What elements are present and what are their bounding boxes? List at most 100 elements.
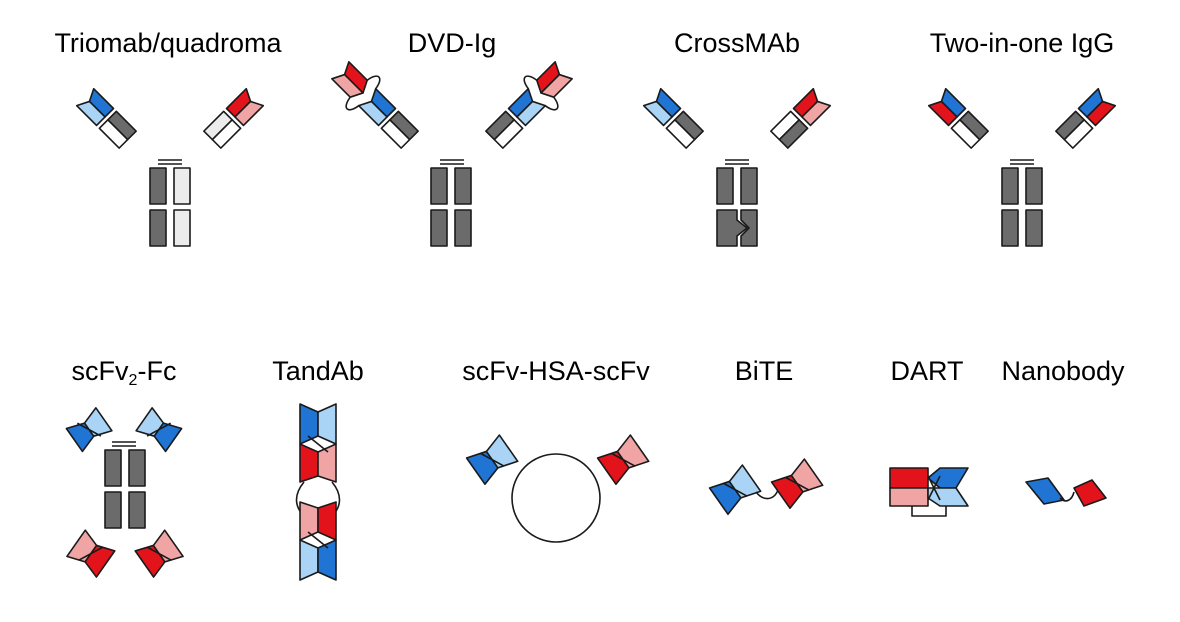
- triomab-ch2-right: [173, 167, 191, 205]
- label-scfv2-fc-sub: 2: [128, 372, 138, 389]
- crossmab-knob: [716, 209, 748, 247]
- tandab-vh-3-right: [317, 501, 337, 541]
- two-in-one-arm-right: [1055, 87, 1117, 149]
- triomab-cl: [98, 119, 129, 149]
- two-in-one-cl-r: [1063, 119, 1094, 149]
- dart-diagram: [889, 467, 969, 517]
- dvd-ch2-right: [454, 167, 472, 205]
- crossmab-hole: [740, 209, 758, 247]
- scfv2-fc-diagram: [65, 407, 184, 578]
- label-dart: DART: [890, 356, 964, 386]
- scfv2-fc-scfv-bottom-right: [134, 529, 184, 578]
- dvd-arm-left: [331, 61, 419, 149]
- dvd-linker-r: [523, 75, 538, 90]
- label-scfv2-fc: scFv2-Fc: [72, 358, 177, 389]
- hsa-circle: [511, 453, 601, 543]
- dvd-vl-inner: [357, 100, 388, 127]
- label-crossmab: CrossMAb: [673, 28, 801, 58]
- crossmab-ch2-right: [740, 167, 758, 205]
- label-scfv2-fc-main: scFv: [71, 356, 129, 386]
- hsa-scfv-left: [465, 434, 519, 486]
- tandab-vh-top-left: [299, 403, 319, 445]
- scfv2-fc-scfv-top-right: [135, 407, 183, 453]
- nanobody-red: [1073, 479, 1107, 507]
- dart-vh-top-left: [889, 467, 929, 489]
- label-dvd-ig: DVD-Ig: [407, 28, 497, 58]
- two-in-one-ch2-right: [1025, 167, 1043, 205]
- label-two-in-one-igg: Two-in-one IgG: [929, 28, 1115, 58]
- crossmab-ch2-left: [716, 167, 734, 205]
- bite-diagram: [708, 458, 824, 516]
- tandab-vh-2-left: [299, 443, 319, 483]
- crossmab-arm-left: [642, 87, 704, 149]
- scfv-hsa-scfv-diagram: [465, 434, 650, 543]
- scfv2-fc-scfv-top-left: [65, 407, 113, 453]
- two-in-one-igg-diagram: [927, 87, 1117, 247]
- dvd-ch2-left: [430, 167, 448, 205]
- dvd-cl-r: [493, 119, 524, 149]
- two-in-one-cl: [950, 119, 981, 149]
- scfv2-fc-ch2-left: [104, 449, 122, 487]
- crossmab-ch1-r: [778, 119, 809, 149]
- tandab-diagram: [295, 403, 341, 581]
- nanobody-diagram: [1025, 477, 1107, 507]
- triomab-arm-left: [75, 87, 137, 149]
- scfv2-fc-vh-tr: [153, 422, 183, 453]
- crossmab-vl-r: [801, 100, 832, 127]
- dart-vh-top-right: [927, 467, 969, 489]
- two-in-one-vl-r: [1086, 100, 1117, 127]
- triomab-diagram: [75, 87, 265, 247]
- bite-vl-right: [790, 458, 824, 493]
- scfv2-fc-vl-tl: [83, 407, 113, 437]
- tandab-vl-2-right: [317, 443, 337, 483]
- dvd-linker-2: [366, 75, 381, 90]
- crossmab-cl: [665, 119, 696, 149]
- tandab-linker-1: [307, 435, 329, 453]
- label-triomab: Triomab/quadroma: [54, 28, 282, 58]
- dart-disulfide: [911, 506, 947, 517]
- hsa-linker-left: [479, 452, 505, 467]
- triomab-vl: [75, 100, 106, 127]
- bite-vl-left: [728, 464, 762, 499]
- triomab-cl-r: [211, 119, 242, 149]
- scfv2-fc-ch3-right: [128, 491, 146, 529]
- tandab-vl-bottom-left: [299, 539, 319, 581]
- crossmab-vl: [642, 100, 673, 127]
- tandab-vh-bottom-right: [317, 539, 337, 581]
- label-tandab: TandAb: [272, 356, 364, 386]
- scfv2-fc-linker-tl: [76, 422, 102, 437]
- dvd-linker: [345, 96, 360, 111]
- bite-scfv-left: [708, 464, 762, 516]
- hsa-vl-right: [616, 434, 650, 469]
- tandab-vl-3-left: [299, 501, 319, 541]
- triomab-ch3-right: [173, 209, 191, 247]
- two-in-one-vl: [927, 100, 958, 127]
- dvd-ch3-left: [430, 209, 448, 247]
- dart-vl-bottom-left: [889, 487, 929, 507]
- two-in-one-ch3-left: [1001, 209, 1019, 247]
- two-in-one-arm-left: [927, 87, 989, 149]
- dvd-ch3-right: [454, 209, 472, 247]
- bite-linker-right: [784, 476, 810, 491]
- dvd-vl-outer: [331, 73, 364, 98]
- hsa-scfv-right: [596, 434, 650, 486]
- dart-linker-2: [927, 475, 941, 501]
- bite-scfv-right: [770, 458, 824, 510]
- scfv2-fc-linker-bl: [78, 546, 104, 561]
- dvd-vl-inner-r: [516, 100, 547, 127]
- triomab-vl-r: [234, 100, 265, 127]
- label-nanobody: Nanobody: [1001, 356, 1125, 386]
- scfv2-fc-ch2-right: [128, 449, 146, 487]
- bite-linker-left: [722, 482, 748, 497]
- dvd-ig-diagram: [331, 61, 573, 247]
- scfv2-fc-linker-br: [146, 546, 172, 561]
- nanobody-linker: [1059, 491, 1075, 502]
- crossmab-arm-right: [770, 87, 832, 149]
- crossmab-diagram: [642, 87, 832, 247]
- hsa-linker-right: [610, 452, 636, 467]
- triomab-arm-right: [203, 87, 265, 149]
- two-in-one-ch2-left: [1001, 167, 1019, 205]
- scfv2-fc-ch3-left: [104, 491, 122, 529]
- dart-vl-bottom-right: [927, 487, 969, 507]
